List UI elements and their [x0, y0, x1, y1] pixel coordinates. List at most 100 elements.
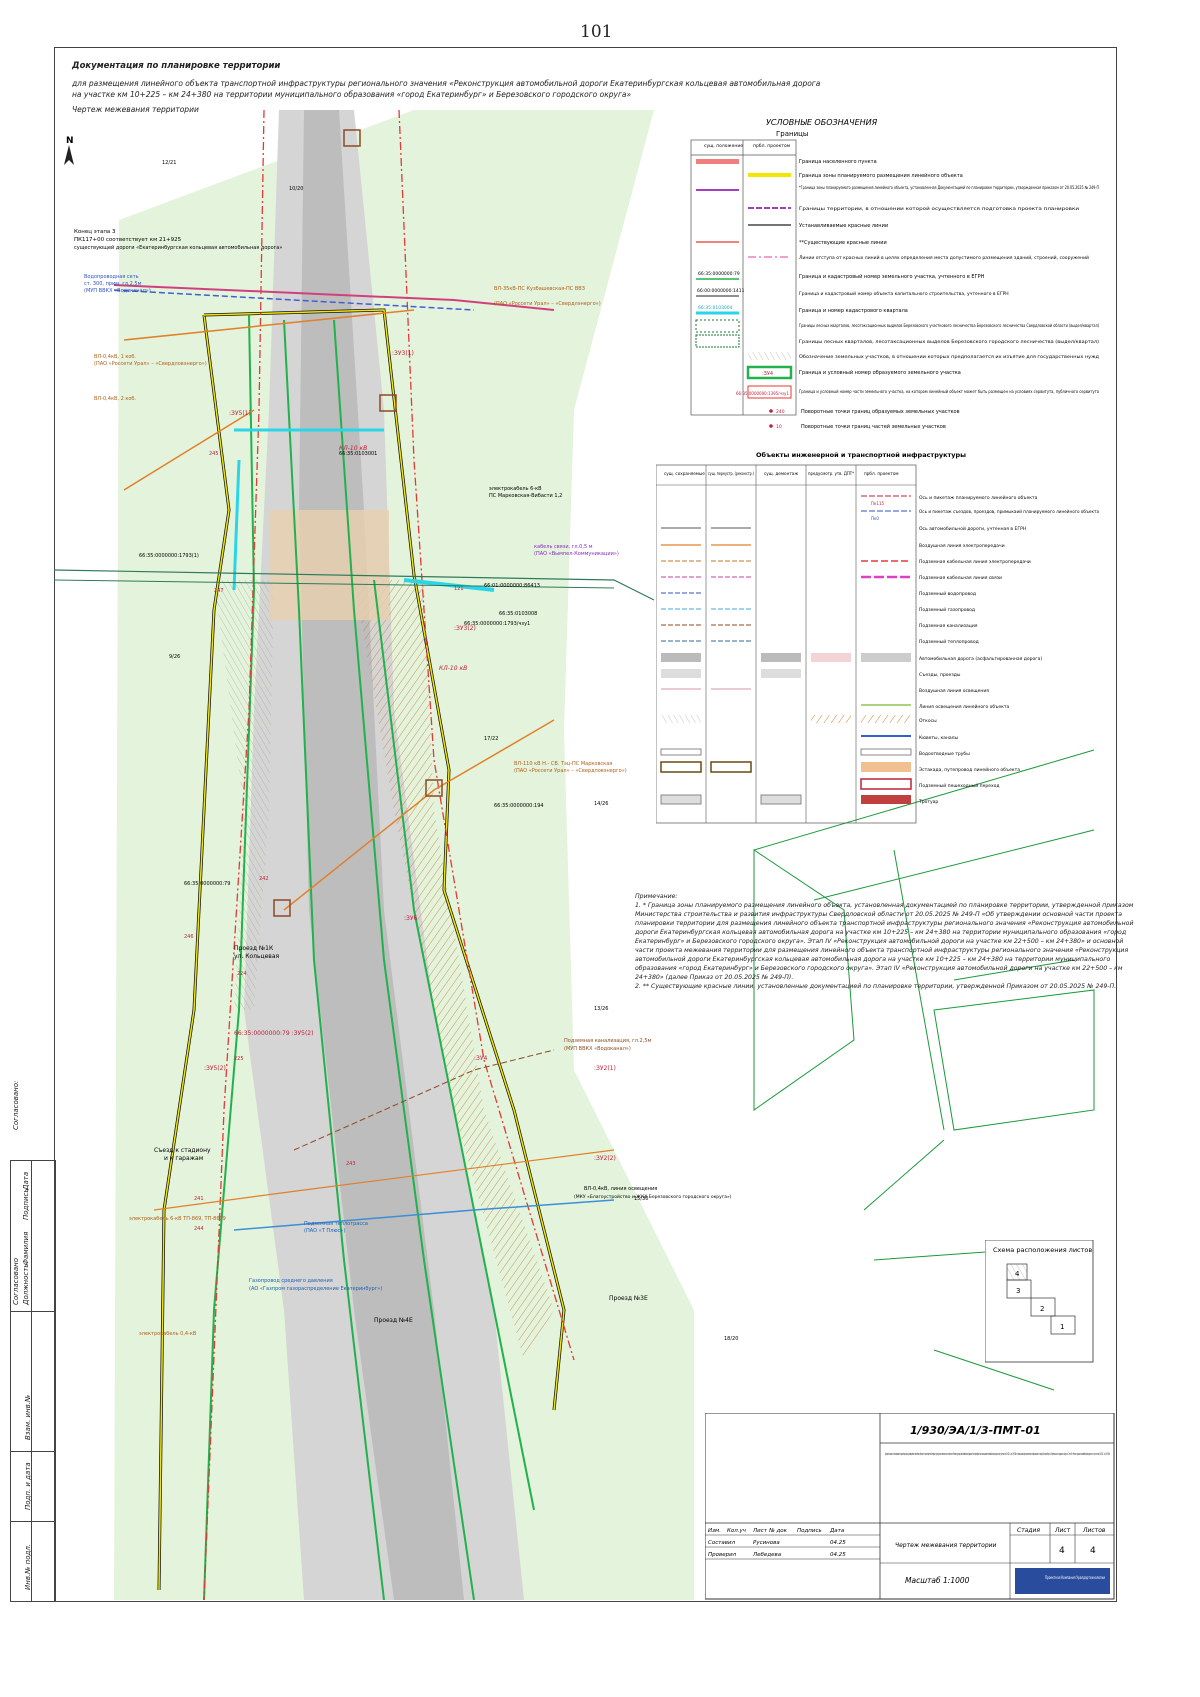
legend2-item: Эстакада, путепровод линейного объекта [919, 766, 1020, 773]
side-soglas: Согласовано: [12, 1080, 20, 1130]
cad-label: 66:35:0103001 [339, 451, 377, 457]
vl1-label: ВЛ-0,4кВ, 1 коб. [94, 354, 137, 360]
sample-cad3: 66:35:0103004 [698, 305, 733, 311]
legend2-item: Подземный водопровод [919, 590, 976, 597]
legend2-col: предусмотр. утв. ДПТ* [808, 471, 854, 476]
legend-section-infra: Объекты инженерной и транспортной инфрас… [756, 451, 966, 459]
legend-item: Граница зоны планируемого размещения лин… [799, 172, 963, 179]
legend-item: Поворотные точки границ образуемых земел… [801, 409, 960, 415]
legend2-item: Ось и пикетаж планируемого линейного объ… [919, 494, 1038, 501]
legend-col-project: прбл. проектом [753, 143, 790, 149]
stamp-sheets-h: Листов [1082, 1527, 1106, 1534]
legend2-col: прбл. проектом [864, 471, 899, 476]
forest-label: 13/26 [594, 1006, 608, 1012]
sample-pt1: 240 [776, 409, 785, 415]
legend2-item: Откосы [919, 718, 937, 724]
parcel-line [333, 319, 475, 1600]
legend-item: Обозначение земельных участков, в отноше… [799, 354, 1099, 359]
legend-item: Линии отступа от красных линий в целях о… [799, 254, 1089, 261]
sample-cad2: 66:00:0000000:1411 [697, 288, 745, 294]
legend2-item: Тротуар [918, 799, 938, 805]
vl110-label: ВЛ-110 кВ Н.- СВ. Тэц-ПС Марковская [514, 761, 612, 767]
heat-owner: (ПАО «Т Плюс») [304, 1228, 345, 1234]
stamp-col: Лист [752, 1528, 768, 1534]
sheet-num: 1 [1060, 1323, 1064, 1331]
note-1: 1. * Граница зоны планируемого размещени… [635, 902, 1134, 981]
sheet-scheme: Схема расположения листов 4 3 2 1 [985, 1240, 1094, 1363]
zu-label: :ЗУ2(2) [594, 1155, 616, 1162]
parcel-line [283, 319, 385, 1600]
vl1-owner: (ПАО «Россети Урал» – «Свердловэнерго») [94, 361, 207, 367]
kl10-label: КЛ-10 кВ [339, 445, 367, 452]
tower-icon [273, 899, 291, 917]
cad-label: 66:35:0000000:79 [184, 881, 230, 887]
zu-label: :ЗУ5(1) [229, 410, 251, 417]
legend2-item: Ось автомобильной дороги, учтенная в ЕГР… [919, 525, 1026, 532]
road-label: существующей дороги «Екатеринбургская ко… [74, 244, 282, 251]
water-label: Водопроводная сеть [84, 274, 139, 280]
sample-cad1: 66:35:0000000:79 [698, 271, 740, 277]
legend2-item: Водоотводные трубы [919, 751, 970, 757]
legend-item: Граница и кадастровый номер объекта капи… [799, 290, 1009, 297]
power-line [123, 309, 415, 341]
stamp-col: № док [768, 1528, 788, 1534]
legend2-item: Подземный теплопровод [919, 638, 979, 645]
legend-item: Поворотные точки границ частей земельных… [801, 423, 946, 430]
company-logo-icon [1015, 1568, 1110, 1594]
water-label-2: ст. 300, прим. гл.2,5м [84, 281, 142, 287]
legend-col-existing: сущ. положение [704, 144, 743, 149]
forest-label: 15/30 [634, 1196, 648, 1202]
power-line [283, 719, 555, 911]
stamp-sheet-h: Лист [1054, 1527, 1071, 1534]
vl-light-label: ВЛ-0,4кВ, линия освещения [584, 1186, 657, 1192]
stamp-date: 04.25 [830, 1540, 846, 1546]
vl-light-owner: (МКУ «Благоустройство и ЖКХ Березовского… [574, 1193, 732, 1200]
stamp-sheet: 4 [1059, 1546, 1065, 1556]
stamp-drawing: Чертеж межевания территории [895, 1542, 997, 1549]
side-stamp [10, 1160, 56, 1602]
north-label: N [66, 136, 74, 146]
legend2-item: Подземная кабельная линия электропередач… [919, 559, 1031, 565]
legend2-item: Кюветы, каналы [919, 735, 958, 741]
kl10-label-2: КЛ-10 кВ [439, 665, 467, 672]
cad-label: 66:35:0000000:79 :ЗУ5(2) [234, 1030, 313, 1037]
point-label: 242 [259, 876, 269, 882]
side-col: Дата [22, 1171, 30, 1190]
sezd-label: Съезд к стадиону [154, 1147, 211, 1154]
sewer-owner: (МУП ВВКХ «Водоканал») [564, 1046, 631, 1052]
vl3-label: ВЛ-35кВ-ПС Кузбашевская-ПС ВВЗ [494, 286, 585, 292]
zu-label: :ЗУ4 [474, 1055, 488, 1062]
point-label: 245 [209, 451, 219, 457]
sheet-num: 2 [1040, 1305, 1044, 1313]
ecable-route: ПС Марковская-Вибасти 1,2 [489, 493, 562, 499]
end-stage-label: Конец этапа 3 [74, 229, 116, 235]
side-col: Должность [22, 1263, 30, 1305]
zu-label: :ЗУ6 [404, 915, 418, 922]
zu-label: :ЗУ3(2) [454, 625, 476, 632]
legend-title: УСЛОВНЫЕ ОБОЗНАЧЕНИЯ [766, 118, 878, 127]
north-arrow-icon [64, 145, 74, 165]
legend2-item: Линия освещения линейного объекта [919, 703, 1009, 710]
stamp-role: Составил [708, 1540, 736, 1546]
stamp-col: Кол.уч [727, 1528, 747, 1534]
point-label: 241 [194, 1196, 204, 1202]
stamp-date: 04.25 [830, 1552, 846, 1558]
pk-label: ПК117+00 соответствует км 21+925 [74, 237, 182, 243]
cad-label: 66:35:0103008 [499, 611, 537, 617]
legend2-col: сущ. переустр. (реконстр.) [708, 471, 754, 476]
legend-item: Границы лесных кварталов, лесотаксационн… [799, 339, 1099, 344]
street-label: ул. Кольцевая [234, 953, 279, 960]
stamp-name: Лебедева [752, 1552, 782, 1558]
legend2-item: Ось и пикетаж съездов, проездов, примыка… [919, 509, 1100, 514]
gas-line [233, 1199, 615, 1231]
zu-label: :ЗУ2(1) [594, 1065, 616, 1072]
forest-label: 18/20 [724, 1336, 738, 1342]
legend2-item: Автомобильная дорога (асфальтированная д… [919, 656, 1042, 662]
slope-hatch [354, 580, 554, 1360]
ecable3-label: электрокабель 0,4-кВ [139, 1331, 197, 1337]
drawing-frame [54, 47, 1117, 1602]
cad-label: 66:35:0000000:1793(1) [139, 553, 199, 559]
legend-item: Граница и номер кадастрового квартала [799, 308, 908, 314]
legend-item: Граница и условный номер образуемого зем… [799, 369, 961, 376]
sezd-label-2: и к гаражам [164, 1155, 203, 1162]
